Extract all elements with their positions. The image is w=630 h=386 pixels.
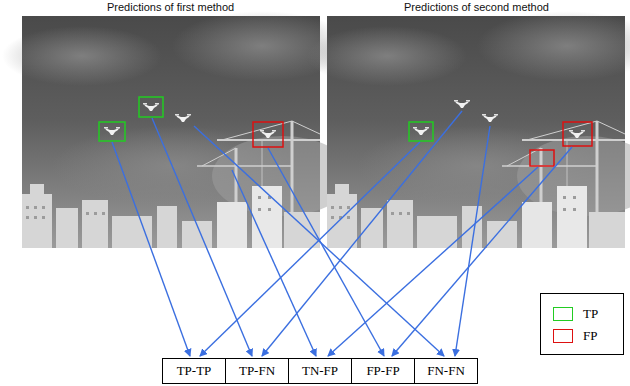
legend-box: TP FP [540, 293, 624, 355]
cell-text: TN-FP [302, 363, 338, 379]
table-cell: TN-FP [288, 358, 352, 384]
legend-text: FP [583, 328, 597, 344]
image-title: Predictions of first method [107, 1, 234, 13]
legend-row: FP [553, 328, 597, 344]
table-cell: FP-FP [351, 358, 415, 384]
cell-text: FN-FN [427, 363, 465, 379]
legend-text: TP [583, 306, 598, 322]
cell-text: TP-TP [177, 363, 212, 379]
table-cell: FN-FN [414, 358, 478, 384]
cell-text: TP-FN [239, 363, 275, 379]
legend-swatch [553, 307, 573, 321]
cell-text: FP-FP [366, 363, 399, 379]
table-cell: TP-FN [225, 358, 289, 384]
legend-swatch [553, 329, 573, 343]
image-title: Predictions of second method [404, 1, 549, 13]
table-cell: TP-TP [162, 358, 226, 384]
legend-row: TP [553, 306, 598, 322]
